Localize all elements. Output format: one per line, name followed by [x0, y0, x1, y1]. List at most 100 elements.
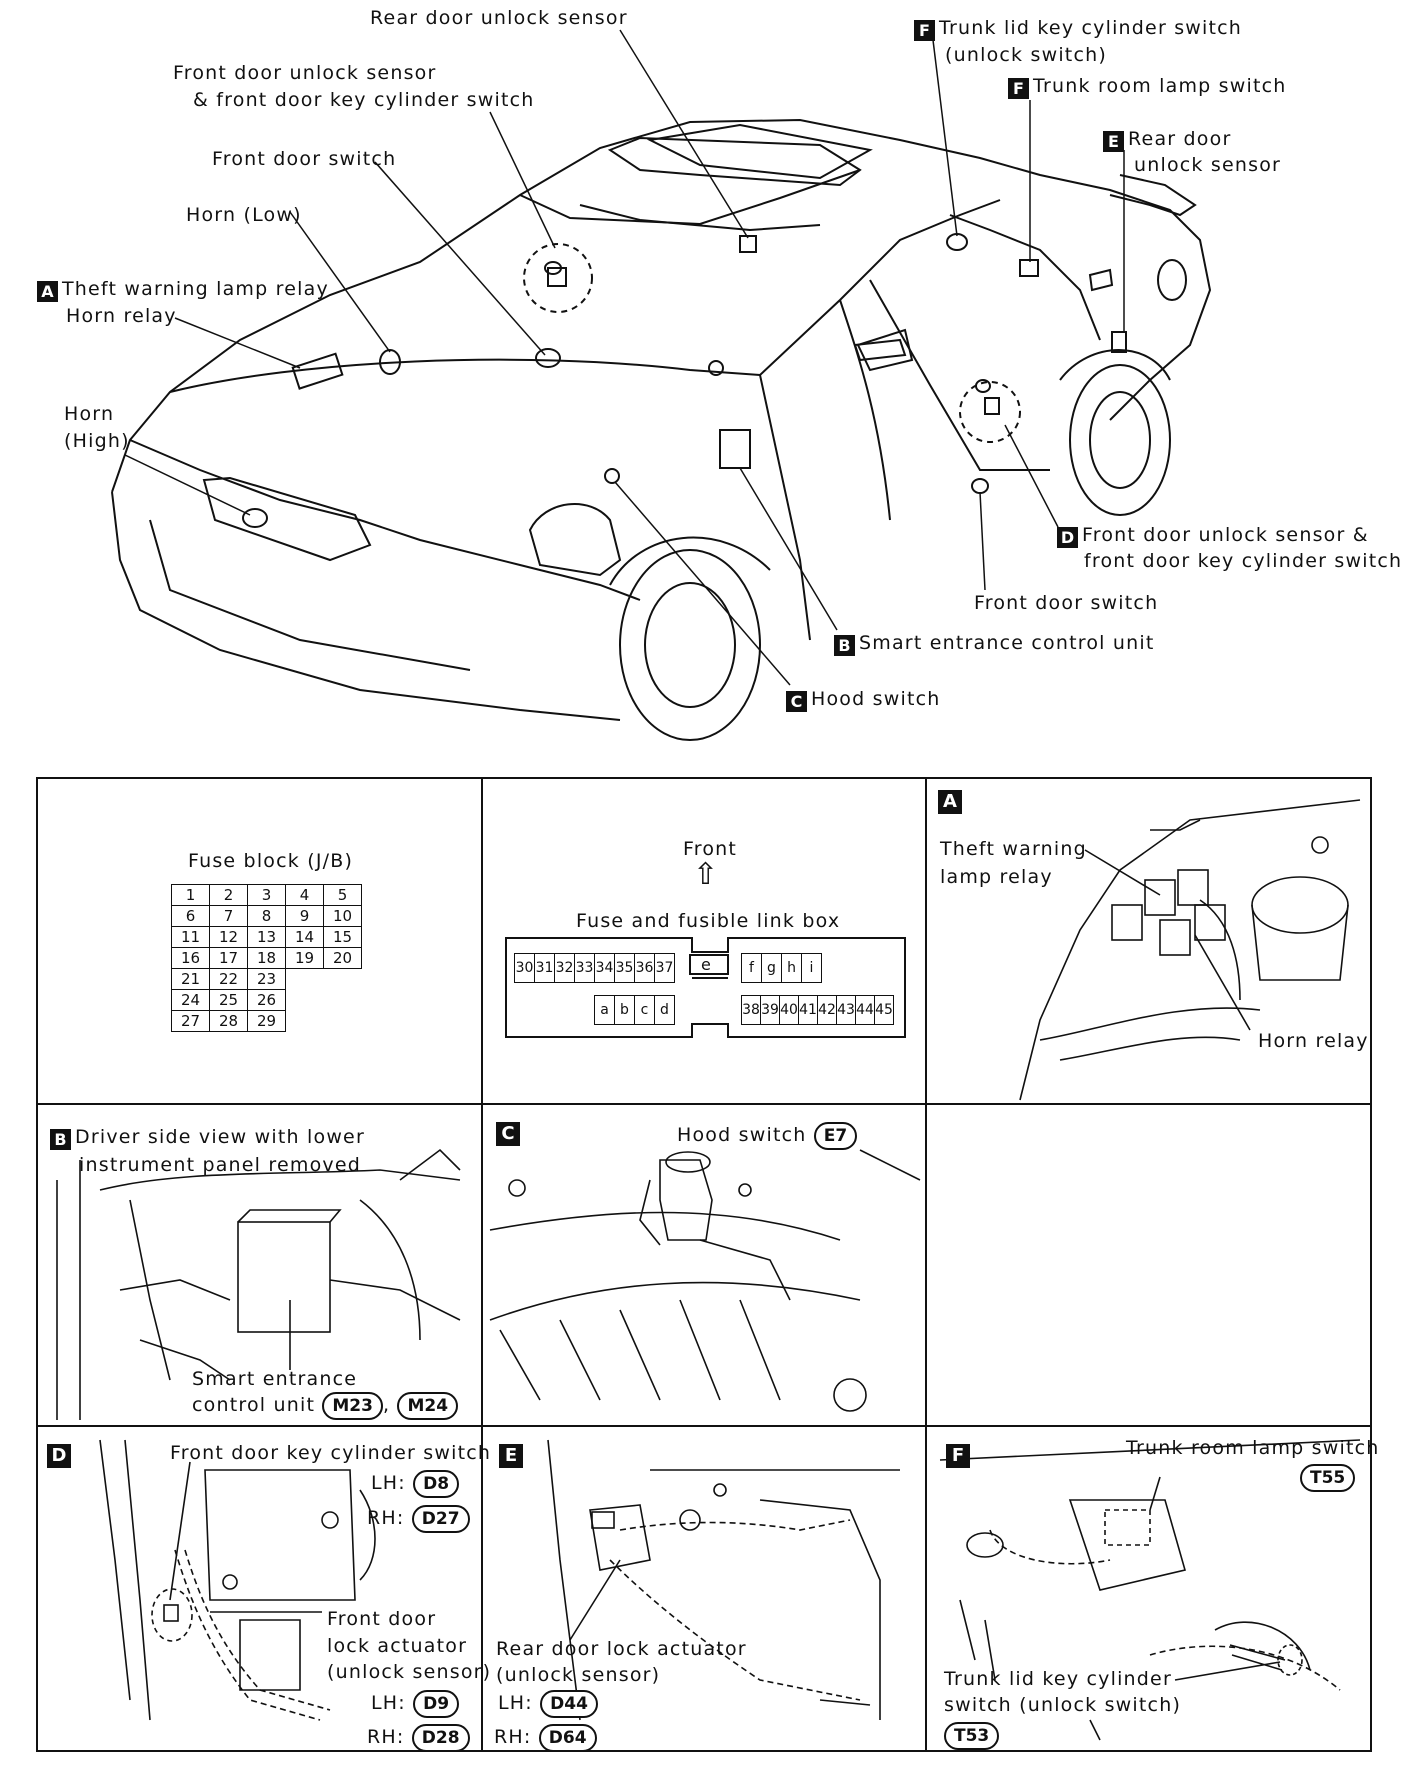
panel-b-unit-label-2: control unit M23, M24 — [192, 1392, 459, 1420]
panel-d-sketch — [99, 1439, 376, 1721]
letter-f-badge: F — [914, 20, 935, 41]
fuse-slot: 33 — [575, 954, 595, 982]
panel-c-sketch — [489, 1149, 921, 1412]
fuse-slot: a — [595, 996, 615, 1024]
panel-e-lh: LH: D44 — [498, 1690, 598, 1718]
letter-f-badge-2: F — [1008, 78, 1029, 99]
panel-e-rh: RH: D64 — [494, 1724, 597, 1752]
fuse-cell: 4 — [285, 884, 324, 906]
fuse-cell: 26 — [247, 989, 286, 1011]
fuse-cell: 5 — [323, 884, 362, 906]
fuse-slot: 40 — [780, 996, 799, 1024]
fuse-cell: 3 — [247, 884, 286, 906]
fuse-slot: 31 — [535, 954, 555, 982]
fuse-block-title: Fuse block (J/B) — [188, 850, 354, 872]
panel-d-act-1: Front door — [327, 1608, 437, 1630]
panel-a-horn-relay: Horn relay — [1258, 1030, 1369, 1052]
fuse-cell-empty — [286, 990, 324, 1011]
front-label: Front — [683, 838, 738, 860]
fuse-cell: 21 — [171, 968, 210, 990]
fuse-cell: 17 — [209, 947, 248, 969]
front-arrow-icon: ⇧ — [693, 857, 720, 892]
fuse-slot: 42 — [818, 996, 837, 1024]
fuse-cell: 18 — [247, 947, 286, 969]
fuse-cell: 19 — [285, 947, 324, 969]
fuse-cell: 9 — [285, 905, 324, 927]
fusible-link-box-outline — [505, 937, 906, 1038]
fuse-cell: 23 — [247, 968, 286, 990]
connector-d44: D44 — [540, 1690, 598, 1718]
label-rear-door-e-sub: unlock sensor — [1134, 154, 1282, 176]
fuse-cell-empty — [286, 969, 324, 990]
panel-f-lid-2: switch (unlock switch) — [944, 1694, 1182, 1716]
panel-f-letter: F — [946, 1444, 970, 1468]
fuse-slot: 39 — [761, 996, 780, 1024]
fuse-cell: 22 — [209, 968, 248, 990]
fuse-cell: 28 — [209, 1010, 248, 1032]
panel-e-act-1: Rear door lock actuator — [496, 1638, 747, 1660]
fuse-cell: 1 — [171, 884, 210, 906]
fuse-slot: f — [742, 954, 762, 982]
fuse-slot: 37 — [655, 960, 674, 976]
fuse-slot: 41 — [799, 996, 818, 1024]
fuse-slot: 38 — [742, 996, 761, 1024]
fuse-slot: 35 — [615, 954, 635, 982]
fuse-cell: 25 — [209, 989, 248, 1011]
label-trunk-lid-unlock-switch: (unlock switch) — [945, 44, 1107, 66]
panel-a-sketch — [1019, 799, 1361, 1101]
label-horn-high: Horn — [64, 403, 115, 425]
connector-m24: M24 — [397, 1392, 459, 1420]
fuse-slot: i — [809, 960, 814, 976]
fuse-slot: c — [635, 996, 655, 1024]
panel-a-letter: A — [938, 790, 962, 814]
fuse-cell: 20 — [323, 947, 362, 969]
fuse-slot: 45 — [875, 1002, 893, 1018]
connector-t53: T53 — [944, 1722, 1000, 1750]
panel-f-sketch — [939, 1439, 1361, 1741]
panel-c-hood-switch: Hood switch E7 — [677, 1122, 858, 1150]
label-rear-door-unlock-sensor: Rear door unlock sensor — [370, 7, 628, 29]
fuse-cell: 12 — [209, 926, 248, 948]
panel-b-title-2: instrument panel removed — [79, 1154, 362, 1176]
label-front-door-key-cylinder: & front door key cylinder switch — [193, 89, 535, 111]
label-horn-low: Horn (Low) — [186, 204, 302, 226]
fuse-cell: 29 — [247, 1010, 286, 1032]
fuse-cell: 27 — [171, 1010, 210, 1032]
fuse-slot: b — [615, 996, 635, 1024]
fuse-cell: 24 — [171, 989, 210, 1011]
fuse-cell: 13 — [247, 926, 286, 948]
fuse-cell-empty — [286, 1011, 324, 1032]
panel-b-unit-label: Smart entrance — [192, 1368, 358, 1390]
component-markers — [242, 233, 1127, 528]
panel-b-sketch — [56, 1148, 461, 1420]
connector-d27: D27 — [411, 1505, 470, 1533]
fuse-cell: 10 — [323, 905, 362, 927]
fuse-slot: 30 — [515, 954, 535, 982]
panel-d-rh-1: RH: D27 — [367, 1505, 470, 1533]
label-horn-relay: Horn relay — [66, 305, 177, 327]
fuse-cell-empty — [324, 1011, 362, 1032]
panel-d-act-3: (unlock sensor) — [327, 1661, 492, 1683]
fuse-cell-empty — [324, 990, 362, 1011]
fuse-cell: 11 — [171, 926, 210, 948]
panel-grid — [36, 777, 1372, 1752]
fuse-slot: 36 — [635, 954, 655, 982]
panel-d-key-cyl: Front door key cylinder switch — [170, 1442, 492, 1464]
connector-d64: D64 — [538, 1724, 597, 1752]
panel-c-letter: C — [496, 1122, 520, 1146]
fuse-slot: 34 — [595, 954, 615, 982]
panel-e-act-2: (unlock sensor) — [496, 1664, 661, 1686]
